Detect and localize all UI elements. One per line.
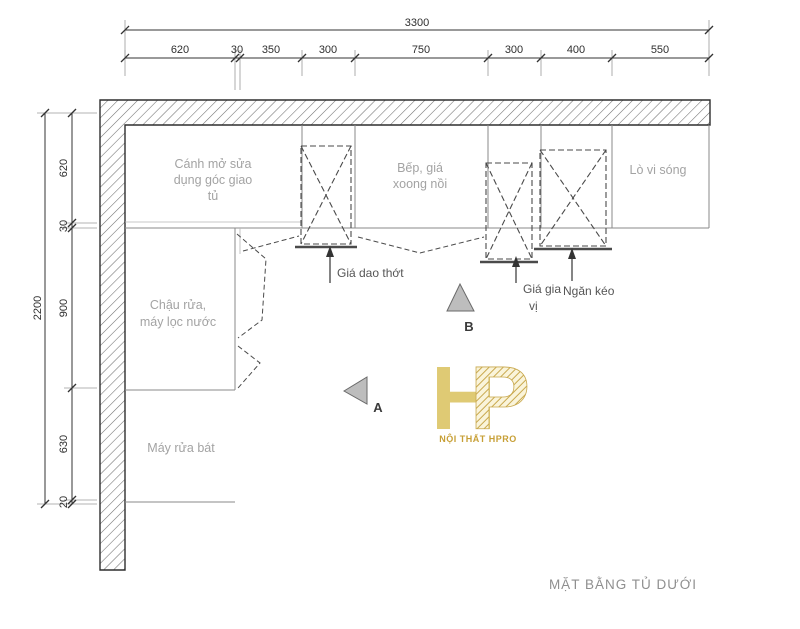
dim-top-seg-0: 620 <box>171 44 189 56</box>
dim-left-seg-3: 630 <box>58 435 70 453</box>
logo-subtitle: NỘI THẤT HPRO <box>439 433 517 444</box>
base-cabinet-outlines <box>125 125 710 503</box>
corner-cabinet-label-line1: Cánh mở sửa <box>174 157 251 171</box>
dim-top-seg-6: 400 <box>567 44 585 56</box>
section-marker-a-label: A <box>373 400 383 415</box>
dim-top-seg-5: 300 <box>505 44 523 56</box>
hpro-logo: H P NỘI THẤT HPRO <box>431 349 530 450</box>
dim-top-seg-2: 350 <box>262 44 280 56</box>
dim-top-seg-4: 750 <box>412 44 430 56</box>
corner-cabinet-label-line3: tủ <box>208 189 218 203</box>
dim-top-seg-3: 300 <box>319 44 337 56</box>
stove-label-line2: xoong nồi <box>393 177 447 191</box>
logo-letter-h: H <box>431 349 496 449</box>
dimension-chain-top: 3300 620 30 350 300 750 300 400 550 <box>120 17 714 90</box>
dim-top-seg-7: 550 <box>651 44 669 56</box>
stove-label-line1: Bếp, giá <box>397 161 443 175</box>
drawers-arrow-icon <box>568 248 576 259</box>
dim-left-seg-4: 20 <box>58 496 70 508</box>
spice-rack-arrow-icon <box>512 256 520 267</box>
sink-label-line1: Chậu rửa, <box>150 298 206 312</box>
spice-rack-unit <box>480 162 538 264</box>
section-marker-a-triangle-icon <box>343 376 368 405</box>
dim-top-total: 3300 <box>405 17 429 29</box>
drawers-callout-label: Ngăn kéo <box>563 284 615 298</box>
cabinet-labels: Cánh mở sửa dụng góc giao tủ Bếp, giá xo… <box>140 157 687 455</box>
drawing-caption: MẶT BẰNG TỦ DƯỚI <box>549 577 697 592</box>
section-marker-b-label: B <box>464 319 473 334</box>
drawer-unit <box>534 149 612 251</box>
dim-left-seg-1: 30 <box>58 220 70 232</box>
spice-rack-callout: Giá gia vị <box>512 256 561 313</box>
dim-left-total: 2200 <box>32 296 44 320</box>
logo-letter-p: P <box>470 349 530 449</box>
spice-rack-callout-line2: vị <box>529 299 538 313</box>
knife-rack-arrow-icon <box>326 246 334 257</box>
dim-top-seg-1: 30 <box>231 44 243 56</box>
section-marker-a: A <box>343 376 383 415</box>
dim-left-seg-2: 900 <box>58 299 70 317</box>
knife-rack-unit <box>295 145 357 249</box>
corner-cabinet-label-line2: dụng góc giao <box>174 173 253 187</box>
section-marker-b-triangle-icon <box>446 282 475 312</box>
wall-hatched <box>99 99 711 571</box>
knife-rack-callout-label: Giá dao thớt <box>337 266 404 280</box>
microwave-label: Lò vi sóng <box>630 163 687 177</box>
dim-left-seg-0: 620 <box>58 159 70 177</box>
knife-rack-callout: Giá dao thớt <box>326 246 404 283</box>
door-swing-lines <box>236 233 485 389</box>
dishwasher-label: Máy rửa bát <box>147 441 215 455</box>
spice-rack-callout-line1: Giá gia <box>523 282 561 296</box>
sink-label-line2: máy lọc nước <box>140 315 216 329</box>
drawers-callout: Ngăn kéo <box>563 248 615 298</box>
section-marker-b: B <box>446 282 475 334</box>
dimension-chain-left: 2200 620 30 900 630 20 <box>32 108 97 509</box>
